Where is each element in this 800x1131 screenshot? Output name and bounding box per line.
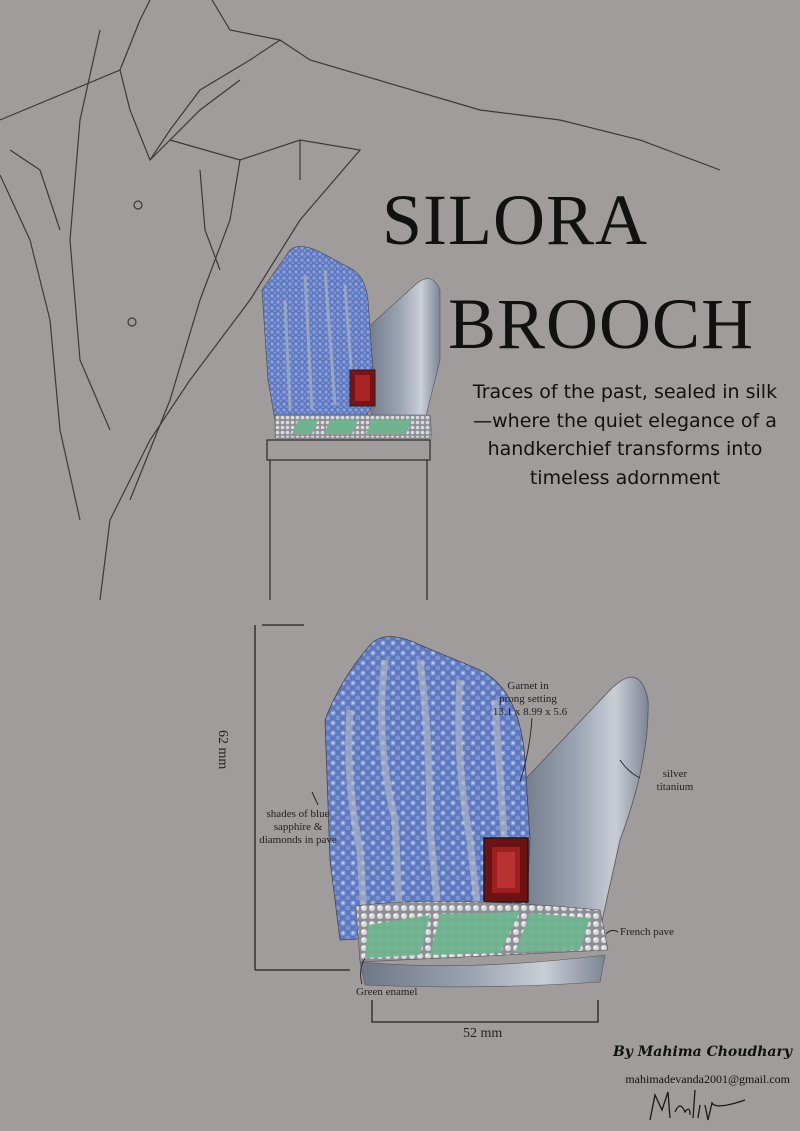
sapphire-line-1: shades of blue [266,808,330,820]
author-email: mahimadevanda2001@gmail.com [625,1072,790,1086]
french-pave-annotation: French pave [620,926,675,938]
title-line-1: SILORA [382,180,649,260]
small-brooch [261,246,441,439]
dimension-lines [254,624,599,1023]
height-dimension-label: 62 mm [215,730,230,770]
suit-sketch [0,0,721,601]
pocket-sketch [266,439,431,600]
title-line-2: BROOCH [448,284,755,364]
green-enamel-annotation: Green enamel [356,986,418,998]
garnet-line-1: Garnet in [507,680,549,692]
signature [649,1089,746,1121]
silver-line-2: titanium [656,781,694,793]
garnet-line-2: prong setting [499,693,557,705]
large-brooch [324,636,649,988]
sapphire-annotation: shades of blue sapphire & diamonds in pa… [252,808,344,847]
page-title: SILORA BROOCH [382,168,792,376]
author-credit: By Mahima Choudhary [612,1044,792,1060]
sapphire-line-2: sapphire & [273,821,323,833]
sapphire-line-3: diamonds in pave [259,834,337,846]
width-dimension-label: 52 mm [463,1026,503,1041]
garnet-line-3: 13.1 x 8.99 x 5.6 [492,706,568,718]
annotation-leaders [311,717,641,985]
tagline: Traces of the past, sealed in silk—where… [472,381,778,489]
silver-annotation: silver titanium [650,768,700,794]
garnet-annotation: Garnet in prong setting 13.1 x 8.99 x 5.… [493,680,567,719]
silver-line-1: silver [662,768,688,780]
